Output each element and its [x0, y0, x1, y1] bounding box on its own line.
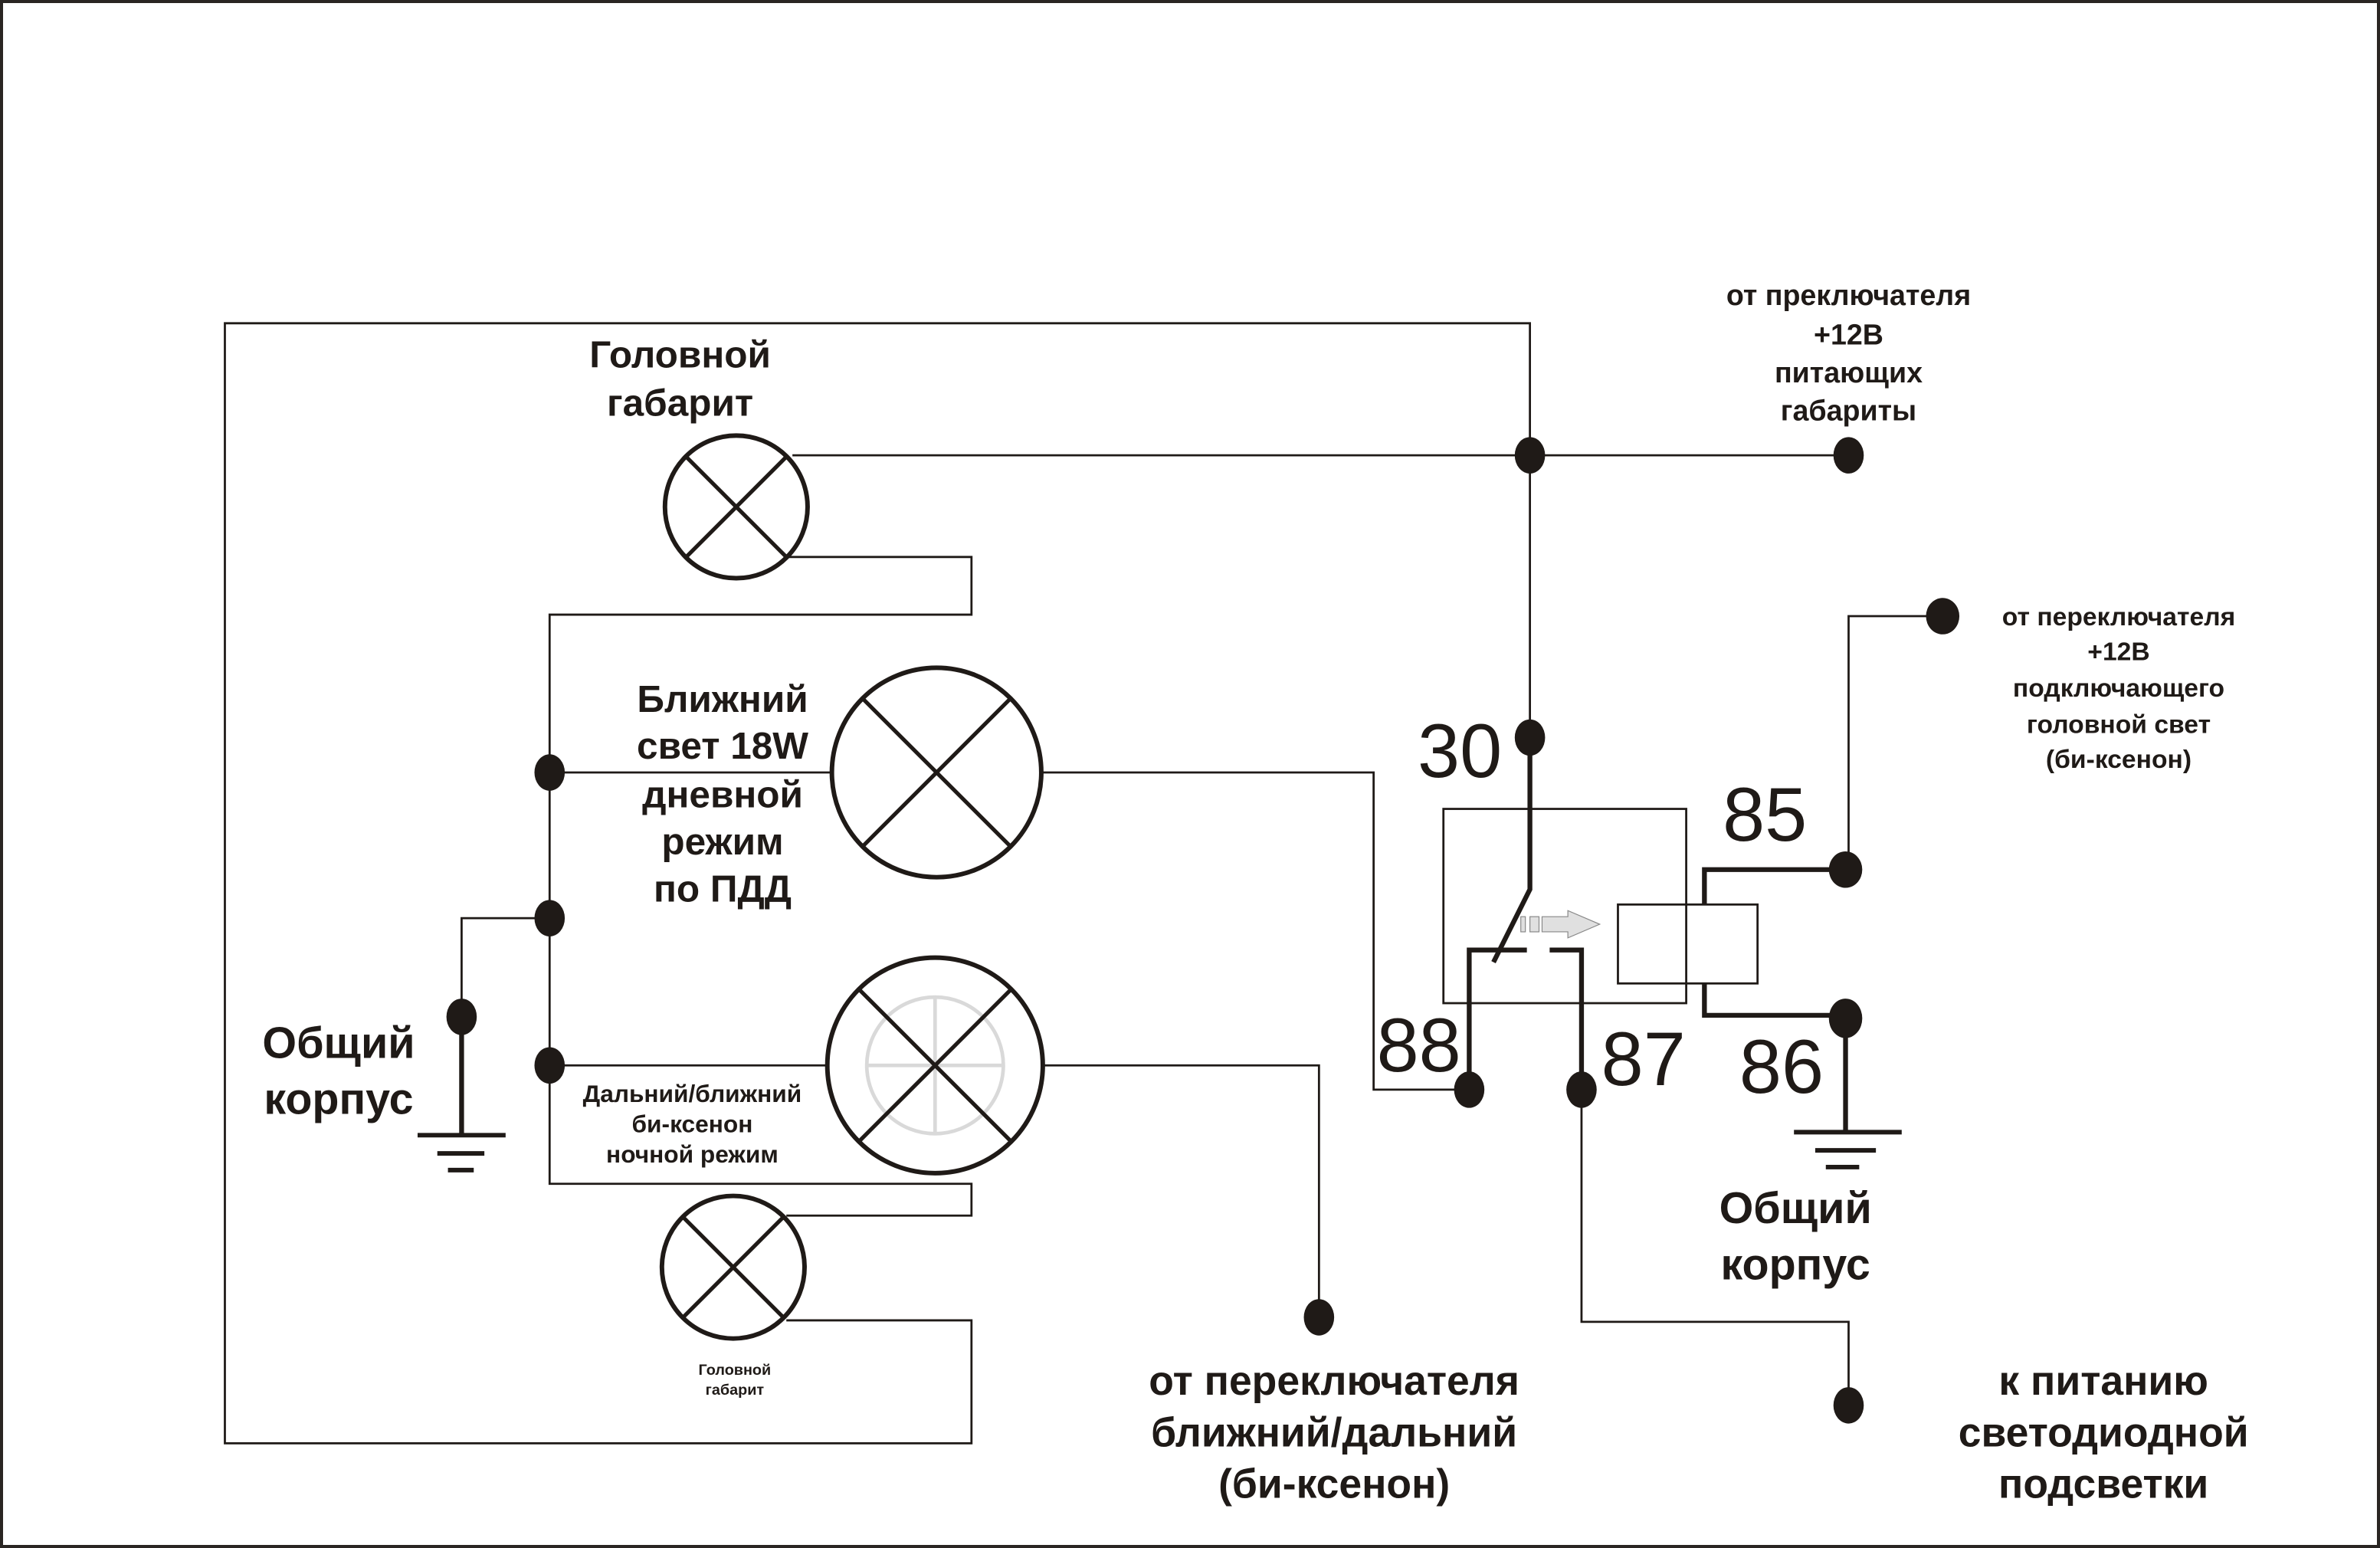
label-ground-left: Общий корпус	[262, 1018, 415, 1123]
svg-text:светодиодной: светодиодной	[1959, 1410, 2249, 1455]
node-switch-beam	[1303, 1299, 1335, 1336]
svg-text:корпус: корпус	[264, 1075, 413, 1124]
pin-label-88: 88	[1377, 1002, 1461, 1087]
relay-switch-arm	[1491, 737, 1533, 963]
svg-text:ночной режим: ночной режим	[606, 1140, 779, 1168]
relay-coil	[1617, 903, 1759, 985]
svg-text:+12В: +12В	[1814, 319, 1883, 351]
pin-label-30: 30	[1418, 708, 1502, 793]
ground-left-symbol	[417, 1016, 506, 1172]
label-switch-parking: от преключателя +12В питающих габариты	[1726, 279, 1971, 427]
node-led-power	[1833, 1387, 1864, 1424]
svg-text:дневной: дневной	[642, 774, 803, 816]
relay-contact-87	[1549, 947, 1585, 1090]
svg-text:корпус: корпус	[1721, 1240, 1870, 1289]
svg-text:подсветки: подсветки	[1998, 1462, 2208, 1507]
pin-label-86: 86	[1739, 1024, 1824, 1109]
svg-text:ближний/дальний: ближний/дальний	[1151, 1410, 1517, 1455]
svg-text:+12В: +12В	[2087, 638, 2149, 666]
svg-text:по ПДД: по ПДД	[654, 867, 792, 910]
svg-text:Головной: Головной	[589, 333, 771, 376]
svg-text:габарит: габарит	[607, 382, 753, 425]
relay-housing	[1442, 808, 1687, 1005]
label-ground-right: Общий корпус	[1719, 1184, 1872, 1289]
pin-label-85: 85	[1723, 772, 1807, 857]
node-pin-86	[1828, 999, 1863, 1038]
svg-text:питающих: питающих	[1775, 356, 1923, 389]
node-pin-30	[1514, 719, 1546, 756]
relay	[1442, 737, 1846, 1090]
node-low-beam-left	[534, 754, 565, 791]
wire-87-to-led	[1580, 1089, 1850, 1405]
wires	[224, 322, 1943, 1445]
node-switch-parking	[1833, 437, 1864, 474]
label-bottom-parking: Головной габарит	[699, 1362, 772, 1399]
svg-text:габариты: габариты	[1781, 395, 1916, 427]
relay-coil-85	[1702, 867, 1846, 905]
svg-text:би-ксенон: би-ксенон	[632, 1110, 753, 1137]
svg-text:габарит: габарит	[706, 1382, 765, 1399]
junction-nodes	[446, 437, 1960, 1424]
svg-text:от переключателя: от переключателя	[2002, 603, 2235, 631]
svg-text:(би-ксенон): (би-ксенон)	[2046, 746, 2192, 774]
label-switch-headlight: от переключателя +12В подключающего голо…	[2002, 603, 2235, 774]
lamp-top-parking-icon	[662, 433, 810, 581]
label-led-power: к питанию светодиодной подсветки	[1959, 1359, 2249, 1507]
svg-text:Головной: Головной	[699, 1362, 772, 1379]
svg-text:свет 18W: свет 18W	[637, 725, 808, 767]
node-parking-bus	[1514, 437, 1546, 474]
label-switch-beam: от переключателя ближний/дальний (би-ксе…	[1149, 1359, 1519, 1507]
svg-text:от преключателя: от преключателя	[1726, 279, 1971, 311]
svg-text:подключающего: подключающего	[2013, 674, 2224, 703]
svg-text:Дальний/ближний: Дальний/ближний	[583, 1080, 802, 1107]
relay-pin-labels: 30 85 88 87 86	[1377, 708, 1824, 1109]
label-top-parking: Головной габарит	[589, 333, 771, 424]
node-ground-left	[446, 999, 477, 1035]
label-bixenon: Дальний/ближний би-ксенон ночной режим	[583, 1080, 802, 1168]
relay-actuation-arrow-icon	[1520, 910, 1601, 939]
lamp-bixenon-icon	[824, 955, 1045, 1176]
lamp-bottom-parking-icon	[659, 1193, 807, 1341]
node-switch-headlight	[1926, 598, 1960, 635]
relay-contact-88	[1467, 947, 1527, 1090]
wire-bixenon-to-switch	[1042, 1064, 1320, 1317]
wire-85-to-switch	[1847, 615, 1943, 870]
node-pin-87	[1566, 1071, 1597, 1108]
svg-text:от переключателя: от переключателя	[1149, 1359, 1519, 1404]
svg-text:Ближний: Ближний	[637, 678, 808, 720]
label-low-beam: Ближний свет 18W дневной режим по ПДД	[637, 678, 808, 910]
pin-label-87: 87	[1601, 1016, 1686, 1101]
relay-coil-86	[1702, 983, 1846, 1018]
svg-text:головной свет: головной свет	[2027, 711, 2211, 740]
node-pin-85	[1828, 851, 1863, 888]
svg-text:режим: режим	[661, 821, 783, 863]
lamp-low-beam-icon	[829, 665, 1044, 880]
wire-top-parking-return	[548, 556, 973, 1217]
node-ground-tie	[534, 900, 565, 936]
node-bixenon-left	[534, 1047, 565, 1084]
wire-low-beam-to-88	[1041, 771, 1473, 1091]
svg-text:Общий: Общий	[1719, 1184, 1872, 1233]
svg-text:к питанию: к питанию	[1998, 1359, 2208, 1404]
node-pin-88	[1454, 1071, 1485, 1108]
svg-text:(би-ксенон): (би-ксенон)	[1218, 1462, 1450, 1507]
wire-ground-left-tie	[461, 917, 550, 1017]
wire-outer-loop	[224, 322, 1531, 1445]
svg-text:Общий: Общий	[262, 1018, 415, 1068]
